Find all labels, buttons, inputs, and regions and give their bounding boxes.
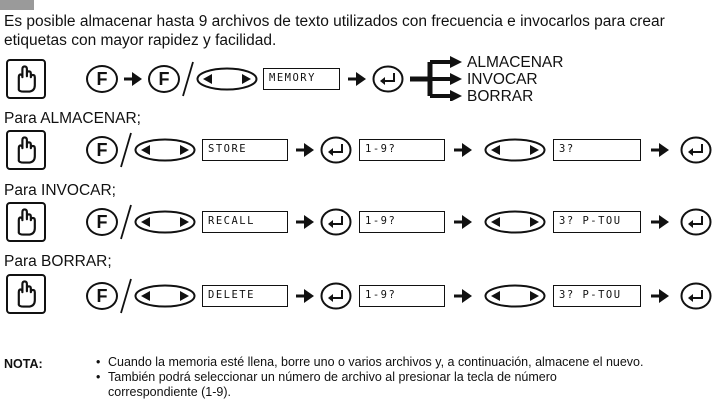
option-delete: BORRAR [467, 88, 534, 105]
lcd-display: 1-9? [359, 139, 445, 161]
enter-key-icon [680, 208, 712, 236]
cursor-left-right-key-icon [196, 67, 258, 91]
slash-separator [119, 132, 133, 168]
enter-key-icon [680, 282, 712, 310]
lcd-display: 3? P-TOU [553, 211, 641, 233]
option-recall: INVOCAR [467, 71, 538, 88]
right-arrow-icon [454, 143, 472, 157]
recall-row: F RECALL 1-9? 3? P-TOU [0, 198, 720, 244]
cursor-left-right-key-icon [134, 138, 196, 162]
note-item: Cuando la memoria esté llena, borre uno … [96, 355, 720, 370]
cursor-left-right-key-icon [484, 284, 546, 308]
hand-pointer-icon [6, 130, 46, 170]
lcd-display: STORE [202, 139, 288, 161]
store-heading: Para ALMACENAR; [4, 110, 141, 127]
function-key-icon: F [148, 65, 180, 93]
lcd-display: 3? P-TOU [553, 285, 641, 307]
hand-pointer-icon [6, 59, 46, 99]
right-arrow-icon [651, 289, 669, 303]
function-key-icon: F [86, 282, 118, 310]
right-arrow-icon [454, 215, 472, 229]
branch-arrows-icon [410, 56, 462, 101]
lcd-display: 3? [553, 139, 641, 161]
overview-row: F F MEMORY ALMACENAR INVOCAR BORRAR [0, 54, 720, 105]
lcd-display: MEMORY [263, 68, 340, 90]
slash-separator [119, 204, 133, 240]
lcd-display: RECALL [202, 211, 288, 233]
delete-row: F DELETE 1-9? 3? P-TOU [0, 270, 720, 316]
right-arrow-icon [296, 215, 314, 229]
function-key-icon: F [86, 136, 118, 164]
slash-separator [181, 61, 195, 97]
enter-key-icon [680, 136, 712, 164]
recall-heading: Para INVOCAR; [4, 182, 116, 199]
right-arrow-icon [651, 143, 669, 157]
note-list: Cuando la memoria esté llena, borre uno … [96, 355, 720, 400]
right-arrow-icon [296, 143, 314, 157]
right-arrow-icon [348, 72, 366, 86]
hand-pointer-icon [6, 274, 46, 314]
cursor-left-right-key-icon [134, 210, 196, 234]
enter-key-icon [320, 136, 352, 164]
right-arrow-icon [454, 289, 472, 303]
enter-key-icon [320, 282, 352, 310]
note-item: También podrá seleccionar un número de a… [96, 370, 628, 400]
cursor-left-right-key-icon [484, 138, 546, 162]
lcd-display: 1-9? [359, 211, 445, 233]
intro-text: Es posible almacenar hasta 9 archivos de… [4, 13, 665, 49]
enter-key-icon [320, 208, 352, 236]
hand-pointer-icon [6, 202, 46, 242]
lcd-display: DELETE [202, 285, 288, 307]
cursor-left-right-key-icon [484, 210, 546, 234]
slash-separator [119, 278, 133, 314]
enter-key-icon [372, 65, 404, 93]
lcd-display: 1-9? [359, 285, 445, 307]
right-arrow-icon [124, 72, 142, 86]
right-arrow-icon [296, 289, 314, 303]
cursor-left-right-key-icon [134, 284, 196, 308]
store-row: F STORE 1-9? 3? [0, 126, 720, 172]
note-label: NOTA: [4, 357, 43, 371]
section-tab-marker [0, 0, 34, 10]
function-key-icon: F [86, 208, 118, 236]
option-store: ALMACENAR [467, 54, 564, 71]
right-arrow-icon [651, 215, 669, 229]
function-key-icon: F [86, 65, 118, 93]
delete-heading: Para BORRAR; [4, 253, 112, 270]
